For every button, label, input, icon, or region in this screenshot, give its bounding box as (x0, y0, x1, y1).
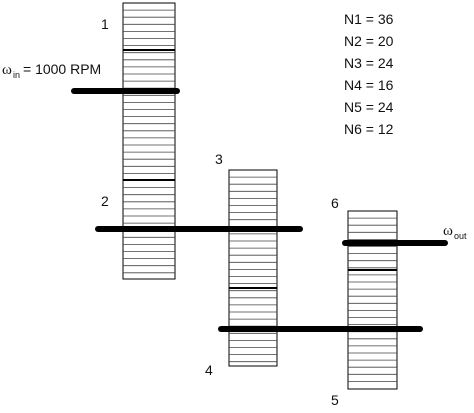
input-speed-value: = 1000 RPM (23, 61, 101, 77)
gear-3-teeth (229, 176, 277, 363)
tooth-count-n2: N2 = 20 (344, 33, 394, 49)
gear-1-teeth (123, 9, 175, 274)
input-omega-symbol: ω (2, 62, 12, 78)
gear-stack-5-6 (347, 210, 398, 390)
input-subscript: in (13, 70, 20, 80)
gear-5-body (347, 210, 398, 390)
tooth-count-list: N1 = 36 N2 = 20 N3 = 24 N4 = 16 N5 = 24 … (344, 11, 394, 137)
gear-label-1: 1 (101, 16, 109, 32)
tooth-count-n1: N1 = 36 (344, 11, 394, 27)
output-speed-label: ω out (443, 223, 467, 241)
tooth-count-n4: N4 = 16 (344, 77, 394, 93)
gear-label-6: 6 (331, 195, 339, 211)
tooth-count-n6: N6 = 12 (344, 121, 394, 137)
gear-5-teeth (348, 217, 397, 382)
tooth-count-n3: N3 = 24 (344, 55, 394, 71)
gear-label-2: 2 (101, 193, 109, 209)
gear-stack-3-4 (228, 169, 278, 367)
gear-label-5: 5 (331, 392, 339, 408)
output-subscript: out (454, 231, 467, 241)
gear-stack-1-2 (122, 2, 176, 280)
tooth-count-n5: N5 = 24 (344, 99, 394, 115)
gear-label-3: 3 (215, 151, 223, 167)
output-omega-symbol: ω (443, 223, 453, 239)
gear-label-4: 4 (205, 362, 213, 378)
gear-3-body (228, 169, 278, 367)
input-speed-label: ω in = 1000 RPM (2, 61, 101, 80)
